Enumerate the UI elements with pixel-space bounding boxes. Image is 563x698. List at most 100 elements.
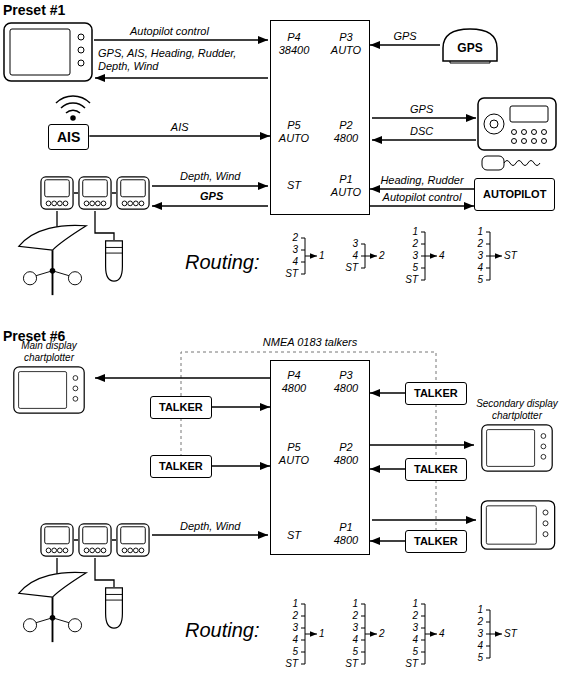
text-holder: TALKER	[414, 387, 458, 400]
label-holder: 3	[342, 238, 358, 250]
bracket-line	[301, 628, 305, 629]
label-holder: Depth, Wind	[180, 520, 240, 533]
port-number: 2	[402, 238, 418, 250]
port-number: 3	[467, 250, 483, 262]
signal-connector	[89, 135, 270, 136]
text-holder: P4 38400	[275, 31, 313, 57]
label-holder: 3	[402, 250, 418, 262]
node-label: TALKER	[414, 387, 458, 400]
port-number: 3	[342, 622, 358, 634]
text-holder: P2 4800	[327, 441, 365, 467]
label-holder: 1	[319, 250, 325, 262]
label-holder: 3	[402, 622, 418, 634]
label-holder: Heading, Rudder	[380, 174, 463, 187]
port-number: 1	[319, 250, 325, 262]
chartplotter-display: Secondary display chartplotter	[474, 398, 560, 472]
bracket-line	[421, 652, 425, 653]
node-label: TALKER	[159, 460, 203, 473]
port-number: 1	[467, 604, 483, 616]
label-holder: 4	[342, 250, 358, 262]
bracket-line	[301, 652, 305, 653]
bracket-line	[421, 280, 425, 281]
port-number: 4	[439, 628, 445, 640]
preset-title: Preset #1	[3, 2, 65, 18]
routing-arrow	[490, 634, 502, 635]
label-holder: 3	[342, 622, 358, 634]
label-holder: ST	[282, 658, 298, 670]
signal-label: GPS	[410, 103, 433, 116]
label-holder: ST	[402, 274, 418, 286]
label-holder: 4	[439, 250, 445, 262]
bracket-line	[301, 604, 305, 605]
preset-title: Preset #6	[3, 328, 65, 344]
node-label: Secondary display chartplotter	[474, 398, 560, 422]
port-number: 3	[467, 628, 483, 640]
port-number: 5	[467, 652, 483, 664]
label-holder: 2	[402, 610, 418, 622]
bracket-line	[486, 634, 490, 635]
port-number: ST	[402, 274, 418, 286]
bracket-line	[301, 238, 305, 239]
port-number: 2	[467, 616, 483, 628]
signal-label: Autopilot control	[130, 25, 209, 38]
bracket-line	[486, 268, 490, 269]
port-number: 1	[467, 226, 483, 238]
text-holder: Secondary display chartplotter	[474, 398, 560, 422]
label-holder: 2	[282, 610, 298, 622]
label-holder: Preset #6	[3, 328, 65, 344]
multiplexer-box: P4 4800P3 4800P5 AUTOP2 4800STP1 4800	[270, 360, 370, 555]
port-number: 3	[282, 622, 298, 634]
label-holder: ST	[342, 658, 358, 670]
port-number: 4	[342, 634, 358, 646]
port-number: 4	[282, 634, 298, 646]
label-holder: 2	[467, 238, 483, 250]
signal-connector	[212, 406, 270, 407]
text-holder: TALKER	[414, 535, 458, 548]
label-holder: 5	[402, 262, 418, 274]
chartplotter-icon	[5, 366, 93, 414]
routing-arrow	[365, 256, 377, 257]
text-holder: TALKER	[414, 463, 458, 476]
device-box: TALKER	[405, 382, 467, 405]
label-holder: NMEA 0183 talkers	[255, 336, 365, 349]
bracket-line	[486, 232, 490, 233]
text-holder: TALKER	[159, 460, 203, 473]
instrument-cluster	[19, 177, 149, 295]
bracket-line	[421, 268, 425, 269]
bracket-line	[421, 664, 425, 665]
port-label: P1 AUTO	[327, 173, 365, 199]
port-number: 5	[402, 646, 418, 658]
port-label: P5 AUTO	[275, 441, 313, 467]
label-holder: 2	[342, 610, 358, 622]
routing-arrow	[305, 634, 317, 635]
wireless-icon	[56, 96, 90, 120]
port-number: 1	[402, 598, 418, 610]
label-holder: 5	[342, 646, 358, 658]
port-number: ST	[504, 628, 517, 640]
label-holder: Preset #1	[3, 2, 65, 18]
port-number: 4	[439, 250, 445, 262]
label-holder: GPS	[393, 30, 416, 43]
port-number: 5	[467, 274, 483, 286]
port-number: 2	[467, 238, 483, 250]
signal-connector	[212, 465, 270, 466]
label-holder: 2	[402, 238, 418, 250]
label-holder: Autopilot control	[383, 191, 462, 204]
label-holder: 1	[467, 226, 483, 238]
label-holder: ST	[402, 658, 418, 670]
port-label: P5 AUTO	[275, 119, 313, 145]
bracket-line	[486, 658, 490, 659]
label-holder: 1	[402, 598, 418, 610]
routing-arrow	[365, 634, 377, 635]
signal-label: Depth, Wind	[180, 520, 240, 533]
port-number: ST	[504, 250, 517, 262]
port-number: 2	[379, 250, 385, 262]
text-holder: AUTOPILOT	[483, 188, 546, 201]
label-holder: Autopilot control	[130, 25, 209, 38]
port-number: ST	[342, 658, 358, 670]
node-label: TALKER	[159, 401, 203, 414]
signal-connector	[370, 392, 405, 393]
port-number: 5	[342, 646, 358, 658]
port-number: 4	[282, 256, 298, 268]
port-label: P2 4800	[327, 441, 365, 467]
